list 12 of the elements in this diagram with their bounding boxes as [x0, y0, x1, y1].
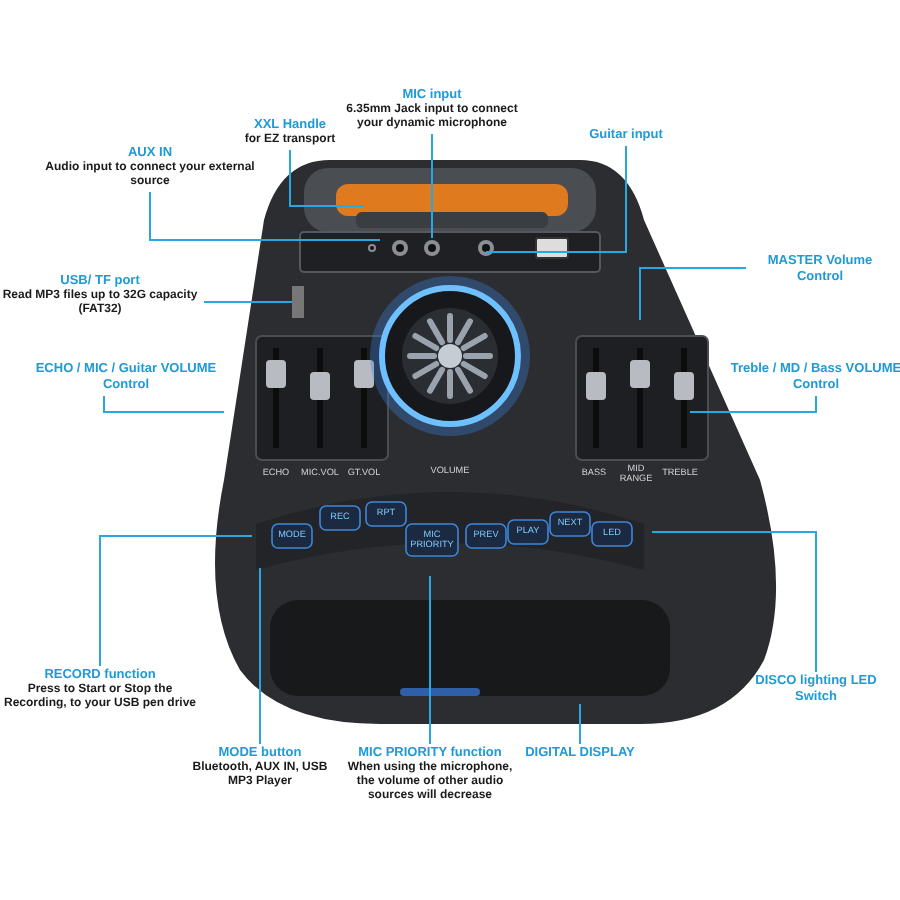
leader-line	[203, 301, 293, 303]
leader-line	[579, 703, 581, 745]
leader-line	[103, 395, 225, 413]
leader-line	[99, 535, 253, 667]
leader-line	[429, 575, 431, 745]
leader-line	[639, 267, 747, 321]
leader-line	[431, 133, 433, 239]
leader-line	[149, 191, 381, 241]
leader-line	[651, 531, 817, 673]
leader-line	[259, 567, 261, 745]
leader-line	[689, 395, 817, 413]
leader-line	[485, 145, 627, 253]
